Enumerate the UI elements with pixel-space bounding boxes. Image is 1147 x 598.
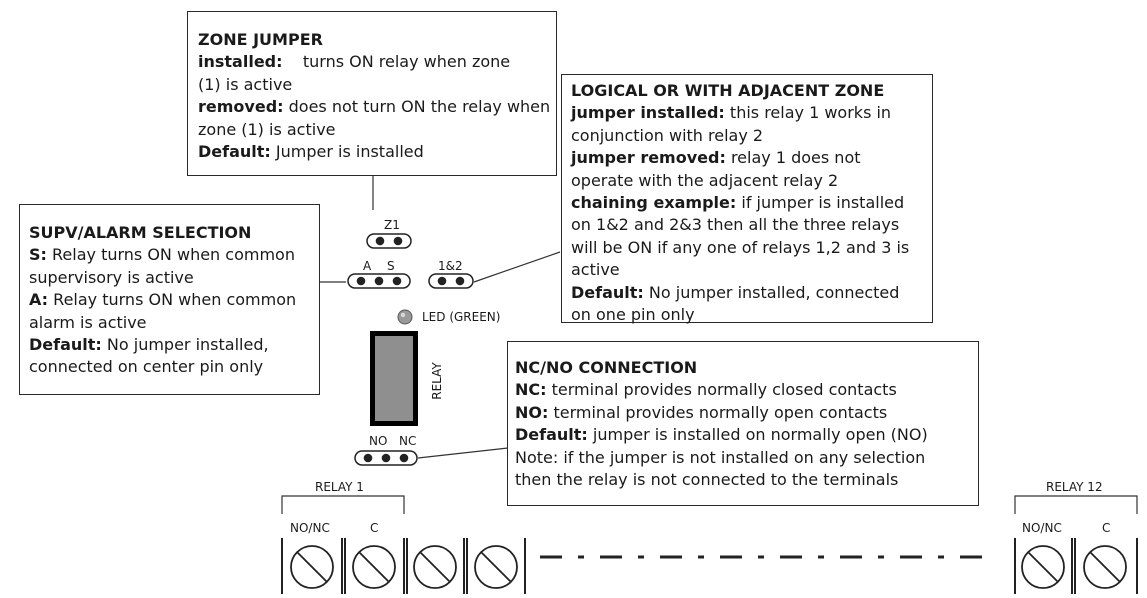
zone-jumper-installed-text: turns ON relay when zone: [302, 52, 511, 72]
logical-or-chaining-text4: active: [571, 260, 620, 280]
logical-or-removed-text: relay 1 does not: [730, 148, 861, 168]
zone-jumper-default-label: Default:: [198, 142, 271, 162]
relay12-label: RELAY 12: [1046, 480, 1103, 494]
supv-alarm-default-text: No jumper installed,: [106, 335, 269, 355]
relay12-nonc-label: NO/NC: [1022, 521, 1062, 535]
logical-or-default-text2: on one pin only: [571, 305, 695, 325]
nc-no-default-text: jumper is installed on normally open (NO…: [592, 425, 928, 445]
nc-no-nc-text: terminal provides normally closed contac…: [551, 380, 897, 400]
terminal-screw-icon[interactable]: [413, 545, 457, 589]
nc-no-box: NC/NO CONNECTION NC: terminal provides n…: [507, 341, 979, 506]
nc-label: NC: [399, 434, 417, 448]
relay1-c-label: C: [370, 521, 379, 535]
logical-or-installed-label: jumper installed:: [571, 103, 725, 123]
logical-or-chaining-text: if jumper is installed: [741, 193, 905, 213]
z1-label: Z1: [384, 218, 400, 232]
supv-alarm-a-text: Relay turns ON when common: [53, 290, 297, 310]
zone-jumper-installed-label: installed:: [198, 52, 283, 72]
logical-or-jumper[interactable]: [428, 273, 474, 289]
relay-block: [370, 331, 418, 426]
zone-jumper-removed-text: does not turn ON the relay when: [288, 97, 551, 117]
s-label: S: [387, 259, 395, 273]
led-label: LED (GREEN): [422, 310, 501, 324]
one-two-label: 1&2: [438, 259, 463, 273]
logical-or-default-text: No jumper installed, connected: [648, 282, 900, 302]
logical-or-title: LOGICAL OR WITH ADJACENT ZONE: [571, 81, 885, 100]
logical-or-chaining-text2: on 1&2 and 2&3 then all the three relays: [571, 215, 900, 235]
relay1-label: RELAY 1: [315, 480, 364, 494]
zone-jumper-removed-text2: zone (1) is active: [198, 119, 336, 139]
nc-no-nc-label: NC:: [515, 380, 547, 400]
supv-alarm-jumper[interactable]: [347, 273, 411, 289]
logical-or-leader: [473, 251, 561, 283]
logical-or-default-label: Default:: [571, 282, 644, 302]
nc-no-note-text2: then the relay is not connected to the t…: [515, 470, 899, 490]
logical-or-box: LOGICAL OR WITH ADJACENT ZONE jumper ins…: [561, 74, 933, 325]
nc-no-title: NC/NO CONNECTION: [515, 358, 698, 377]
nc-no-note-text: Note: if the jumper is not installed on …: [515, 447, 926, 467]
logical-or-removed-text2: operate with the adjacent relay 2: [571, 170, 839, 190]
supv-alarm-a-label: A:: [29, 290, 49, 310]
terminal-screw-icon[interactable]: [352, 545, 396, 589]
logical-or-removed-label: jumper removed:: [571, 148, 726, 168]
nc-no-default-label: Default:: [515, 425, 588, 445]
relay-label: RELAY: [429, 362, 444, 400]
terminal-screw-icon[interactable]: [1083, 545, 1127, 589]
zone-jumper-default-text: Jumper is installed: [275, 142, 424, 162]
relay1-nonc-label: NO/NC: [290, 521, 330, 535]
supv-alarm-default-text2: connected on center pin only: [29, 357, 264, 377]
zone-jumper-installed-text2: (1) is active: [198, 74, 293, 94]
logical-or-installed-text: this relay 1 works in: [729, 103, 892, 123]
terminal-screw-icon[interactable]: [1021, 545, 1065, 589]
supv-alarm-title: SUPV/ALARM SELECTION: [29, 223, 252, 242]
logical-or-chaining-label: chaining example:: [571, 193, 737, 213]
supv-alarm-s-label: S:: [29, 245, 47, 265]
terminal-strip-right: [1014, 538, 1138, 594]
relay12-bracket: [1014, 495, 1138, 514]
zone-jumper-box: ZONE JUMPER installed: turns ON relay wh…: [187, 11, 557, 176]
z1-jumper[interactable]: [366, 233, 412, 249]
logical-or-chaining-text3: will be ON if any one of relays 1,2 and …: [571, 237, 910, 257]
relay12-c-label: C: [1102, 521, 1111, 535]
terminal-screw-icon[interactable]: [474, 545, 518, 589]
supv-alarm-default-label: Default:: [29, 335, 102, 355]
zone-jumper-title: ZONE JUMPER: [198, 30, 323, 49]
nc-no-jumper[interactable]: [354, 450, 418, 466]
led-icon: [397, 309, 413, 325]
no-label: NO: [369, 434, 388, 448]
supv-alarm-s-text2: supervisory is active: [29, 267, 194, 287]
nc-no-leader: [417, 447, 509, 459]
terminal-strip-left: [281, 538, 526, 594]
zone-jumper-removed-label: removed:: [198, 97, 284, 117]
logical-or-installed-text2: conjunction with relay 2: [571, 125, 764, 145]
relay1-bracket: [281, 495, 405, 514]
supv-alarm-a-text2: alarm is active: [29, 312, 147, 332]
a-label: A: [363, 259, 372, 273]
supv-alarm-box: SUPV/ALARM SELECTION S: Relay turns ON w…: [19, 204, 320, 395]
nc-no-no-text: terminal provides normally open contacts: [553, 402, 888, 422]
nc-no-no-label: NO:: [515, 402, 549, 422]
terminal-screw-icon[interactable]: [290, 545, 334, 589]
supv-alarm-s-text: Relay turns ON when common: [52, 245, 295, 265]
